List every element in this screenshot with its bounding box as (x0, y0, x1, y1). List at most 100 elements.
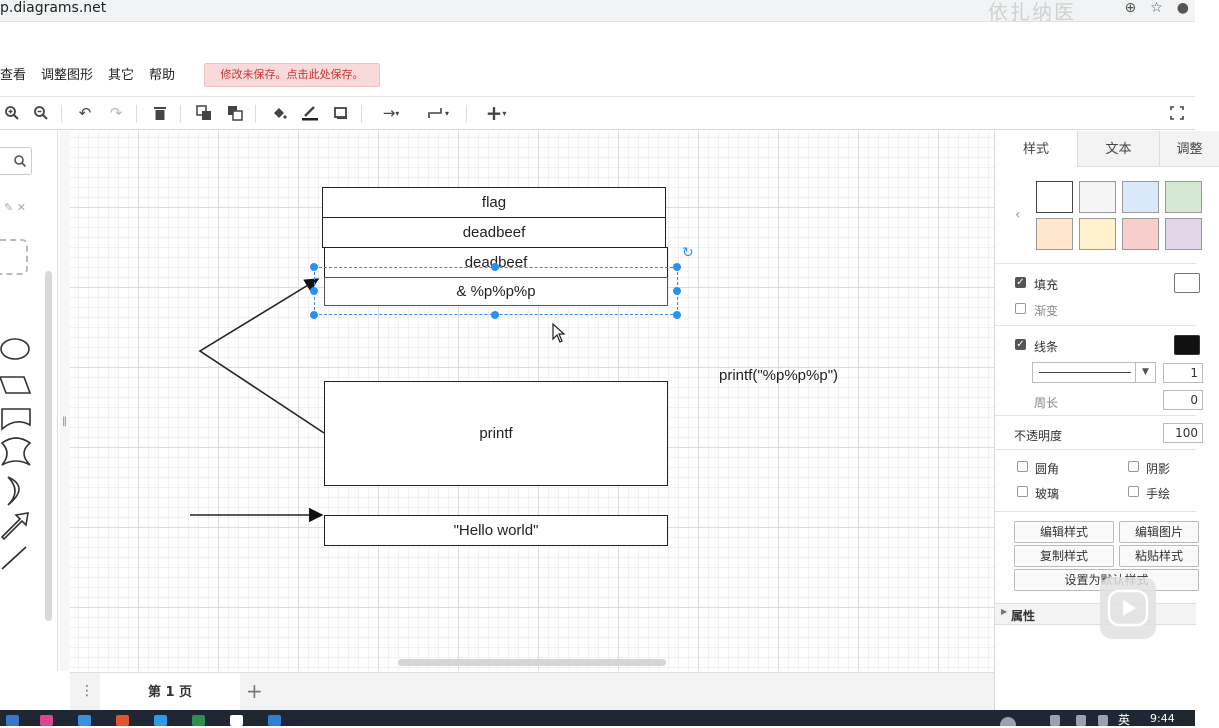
resize-handle[interactable] (673, 263, 681, 271)
menu-arrange[interactable]: 调整图形 (41, 68, 94, 83)
fill-checkbox[interactable]: ✓ (1015, 277, 1026, 288)
taskbar-app-icon[interactable] (268, 715, 281, 726)
page-tab-1[interactable]: 第 1 页 (100, 673, 240, 711)
shape-search-input[interactable] (0, 147, 32, 175)
page-menu-icon[interactable]: ⋮ (80, 683, 94, 699)
clock[interactable]: 9:44 (1150, 712, 1175, 725)
resize-handle[interactable] (673, 311, 681, 319)
splitter-grip-icon[interactable]: ‖ (62, 416, 67, 427)
video-play-button[interactable] (1100, 577, 1156, 639)
fill-color-picker[interactable] (1174, 273, 1200, 293)
resize-handle[interactable] (310, 287, 318, 295)
line-color-picker[interactable] (1174, 335, 1200, 355)
waypoint-icon[interactable]: ▾ (420, 101, 456, 125)
diagram-canvas[interactable]: flag deadbeef deadbeef & %p%p%p ↻ printf… (70, 131, 994, 671)
resize-handle[interactable] (491, 311, 499, 319)
gradient-checkbox[interactable] (1015, 303, 1026, 314)
tray-icon[interactable] (1050, 715, 1060, 726)
taskbar-app-icon[interactable] (78, 715, 91, 726)
stack-cell-flag[interactable]: flag (322, 187, 666, 218)
to-back-icon[interactable] (223, 101, 247, 125)
resize-handle[interactable] (673, 287, 681, 295)
taskbar-app-icon[interactable] (154, 715, 167, 726)
chevron-down-icon[interactable]: ▼ (1135, 363, 1155, 382)
connection-icon[interactable]: → ▾ (382, 104, 400, 122)
tab-text[interactable]: 文本 (1077, 131, 1159, 167)
fullscreen-icon[interactable] (1165, 101, 1189, 125)
stack-cell-deadbeef-2[interactable]: deadbeef (324, 247, 668, 278)
taskbar-app-icon[interactable] (6, 715, 19, 726)
rotate-handle-icon[interactable]: ↻ (682, 245, 694, 261)
delete-icon[interactable] (148, 101, 172, 125)
resize-handle[interactable] (491, 263, 499, 271)
sketch-checkbox[interactable] (1128, 486, 1139, 497)
unsaved-changes-button[interactable]: 修改未保存。点击此处保存。 (204, 63, 380, 87)
expand-icon[interactable]: ▶ (1001, 607, 1008, 616)
shadow-checkbox[interactable] (1128, 461, 1139, 472)
swatch-yellow[interactable] (1079, 218, 1116, 250)
swatch-blue[interactable] (1122, 181, 1159, 213)
undo-icon[interactable]: ↶ (78, 104, 92, 122)
scratchpad-drop-area[interactable] (0, 239, 28, 275)
ime-indicator[interactable]: 英 (1118, 713, 1131, 727)
line-color-icon[interactable] (298, 101, 322, 125)
redo-icon[interactable]: ↷ (109, 104, 123, 122)
zoom-icon[interactable]: ⊕ (1124, 0, 1137, 16)
menu-extras[interactable]: 其它 (108, 68, 135, 83)
section-divider (995, 325, 1196, 326)
swatch-red[interactable] (1122, 218, 1159, 250)
line-style-select[interactable]: ▼ (1032, 362, 1156, 383)
swatch-orange[interactable] (1036, 218, 1073, 250)
taskbar-app-icon[interactable] (116, 715, 129, 726)
resize-handle[interactable] (310, 263, 318, 271)
to-front-icon[interactable] (192, 101, 216, 125)
perimeter-input[interactable]: 0 (1163, 390, 1203, 410)
swatch-gray[interactable] (1079, 181, 1116, 213)
panel-splitter[interactable] (60, 131, 70, 671)
taskbar-app-icon[interactable] (192, 715, 205, 726)
glass-checkbox[interactable] (1017, 486, 1028, 497)
printf-annotation[interactable]: printf("%p%p%p") (719, 367, 839, 384)
pencil-icon[interactable]: ✎ ✕ (4, 201, 26, 214)
favorites-icon[interactable]: ☆ (1150, 0, 1163, 16)
profile-icon[interactable]: ● (1176, 0, 1189, 16)
printf-box[interactable]: printf (324, 381, 668, 486)
stack-cell-deadbeef-1[interactable]: deadbeef (322, 217, 666, 248)
edit-style-button[interactable]: 编辑样式 (1014, 521, 1114, 543)
taskbar-app-icon[interactable] (40, 715, 53, 726)
add-page-button[interactable]: + (246, 679, 263, 703)
tab-style[interactable]: 样式 (1022, 142, 1049, 157)
line-width-input[interactable]: 1 (1163, 363, 1203, 383)
insert-icon[interactable]: +▾ (485, 101, 507, 125)
edit-image-button[interactable]: 编辑图片 (1119, 521, 1199, 543)
tray-icon[interactable] (1098, 715, 1108, 726)
menu-view[interactable]: 查看 (0, 68, 27, 83)
tray-icon[interactable] (1000, 717, 1016, 726)
canvas-scrollbar[interactable] (398, 659, 666, 666)
taskbar-app-icon[interactable] (230, 715, 243, 726)
paste-style-button[interactable]: 粘贴样式 (1119, 545, 1199, 567)
properties-section[interactable]: ▶ 属性 (995, 603, 1196, 625)
chevron-left-icon[interactable]: ‹ (1015, 207, 1021, 223)
line-checkbox[interactable]: ✓ (1015, 339, 1026, 350)
shadow-icon[interactable] (329, 101, 353, 125)
tab-arrange[interactable]: 调整 (1159, 131, 1219, 167)
zoom-out-icon[interactable] (29, 101, 53, 125)
hello-world-box[interactable]: "Hello world" (324, 515, 668, 546)
menu-help[interactable]: 帮助 (149, 68, 176, 83)
stack-cell-format-string[interactable]: & %p%p%p (324, 277, 668, 306)
tray-icon[interactable] (1076, 715, 1086, 726)
rounded-checkbox[interactable] (1017, 461, 1028, 472)
swatch-purple[interactable] (1165, 218, 1202, 250)
resize-handle[interactable] (310, 311, 318, 319)
basic-shapes[interactable] (0, 337, 40, 577)
swatch-white[interactable] (1036, 181, 1073, 213)
url-text[interactable]: p.diagrams.net (0, 0, 107, 16)
copy-style-button[interactable]: 复制样式 (1014, 545, 1114, 567)
zoom-in-icon[interactable] (0, 101, 24, 125)
fill-color-icon[interactable] (267, 101, 291, 125)
shapes-scrollbar[interactable] (45, 271, 52, 621)
opacity-input[interactable]: 100 (1163, 423, 1203, 443)
pointer-arrow[interactable] (198, 278, 325, 434)
swatch-green[interactable] (1165, 181, 1202, 213)
